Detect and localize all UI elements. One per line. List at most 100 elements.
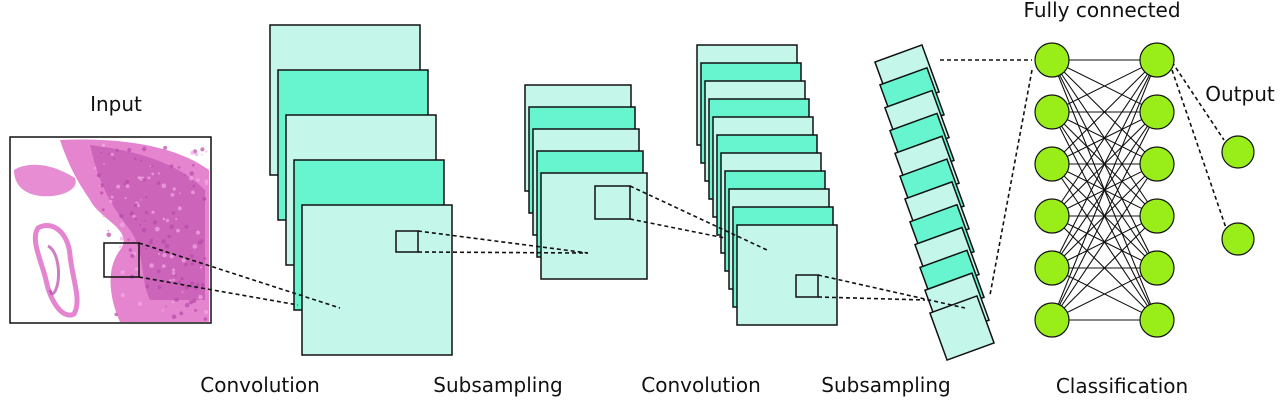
tissue-speckle [181, 291, 184, 293]
tissue-speckle [103, 163, 105, 165]
tissue-speckle [115, 148, 119, 152]
tissue-speckle [169, 164, 174, 168]
tissue-speckle [125, 179, 130, 184]
tissue-speckle [165, 218, 170, 223]
tissue-speckle [179, 311, 184, 316]
tissue-loop-inner [47, 244, 60, 296]
input-focus-box [103, 242, 140, 278]
tissue-speckle [144, 210, 149, 215]
fc-nodes [1034, 42, 1175, 338]
tissue-speckle [109, 199, 113, 204]
tissue-speckle [150, 238, 153, 242]
tissue-speckle [151, 210, 155, 214]
tissue-speckle [142, 178, 146, 182]
tissue-speckle [192, 184, 196, 188]
projection-line [1171, 61, 1225, 141]
tissue-speckle [189, 176, 194, 181]
tissue-speckle [171, 314, 177, 319]
tissue-speckle [110, 195, 114, 199]
feature-map [928, 294, 996, 362]
tissue-speckle [176, 228, 180, 233]
tissue-speckle [163, 145, 168, 150]
tissue-speckle [180, 277, 184, 281]
tissue-speckle [156, 181, 161, 185]
tissue-speckle [174, 297, 179, 302]
projection-lines [138, 59, 1227, 309]
tissue-speckle [147, 176, 151, 180]
fc-edge [1051, 59, 1158, 217]
tissue-speckle [141, 227, 147, 233]
tissue-speckle [177, 280, 181, 284]
tissue-speckle [142, 146, 147, 152]
tissue-speckle [181, 258, 186, 263]
conv1-feature-maps [269, 24, 453, 356]
tissue-speckle [140, 159, 143, 163]
fc-edge [1051, 267, 1158, 321]
tissue-speckle [195, 230, 201, 235]
tissue-speckle [145, 284, 150, 289]
tissue-speckle [203, 257, 207, 260]
tissue-fragment [14, 164, 76, 197]
tissue-speckle [135, 267, 139, 271]
fc-node [1034, 42, 1070, 78]
conv2-focus-box [795, 274, 819, 298]
fc-node [1139, 94, 1175, 130]
fc-node [1139, 146, 1175, 182]
tissue-speckle [171, 211, 176, 215]
tissue-speckle [203, 317, 208, 321]
tissue-speckle [184, 302, 190, 308]
fc-edges [1051, 59, 1158, 321]
tissue-speckle [200, 239, 204, 243]
input-label: Input [90, 92, 142, 116]
tissue-speckle [165, 305, 168, 308]
tissue-speckle [138, 301, 143, 306]
tissue-speckle [157, 285, 162, 289]
tissue-speckle [204, 310, 209, 314]
tissue-speckle [190, 281, 194, 286]
tissue-speckle [190, 150, 195, 155]
tissue-speckle [119, 245, 122, 248]
tissue-speckle [139, 224, 142, 227]
tissue-speckle [133, 157, 137, 161]
tissue-speckle [137, 204, 141, 208]
tissue-speckle [161, 239, 167, 244]
tissue-speckle [116, 184, 121, 189]
fc-node [1034, 198, 1070, 234]
tissue-speckle [125, 184, 130, 189]
tissue-speckle [161, 309, 164, 312]
tissue-speckle [99, 183, 104, 188]
fc-edge [1051, 59, 1158, 113]
tissue-speckle [192, 244, 198, 249]
tissue-speckle [128, 248, 133, 252]
tissue-speckle [190, 262, 194, 266]
tissue-speckle [171, 301, 174, 304]
tissue-speckle [196, 178, 200, 182]
fc-node [1034, 250, 1070, 286]
tissue-speckle [149, 263, 154, 268]
tissue-speckle [151, 172, 155, 176]
tissue-speckle [100, 151, 103, 154]
tissue-speckle [194, 287, 197, 291]
tissue-speckle [145, 196, 148, 199]
fc-node [1034, 94, 1070, 130]
fully-connected-label: Fully connected [1023, 0, 1180, 22]
tissue-speckle [134, 217, 138, 221]
convolution-1-label: Convolution [200, 373, 320, 397]
tissue-speckle [127, 148, 132, 152]
tissue-speckle [184, 174, 186, 176]
tissue-speckle [144, 219, 146, 222]
tissue-speckle [101, 143, 106, 148]
tissue-speckle [161, 264, 166, 268]
feature-map [540, 172, 648, 280]
subsampling-2-label: Subsampling [821, 373, 950, 397]
tissue-speckle [119, 222, 125, 228]
projection-line [629, 185, 768, 251]
fc-node [1139, 42, 1175, 78]
tissue-speckle [102, 215, 105, 218]
tissue-speckle [110, 152, 114, 156]
tissue-speckle [198, 294, 203, 300]
fc-node [1139, 302, 1175, 338]
fc-edge [1051, 215, 1158, 321]
